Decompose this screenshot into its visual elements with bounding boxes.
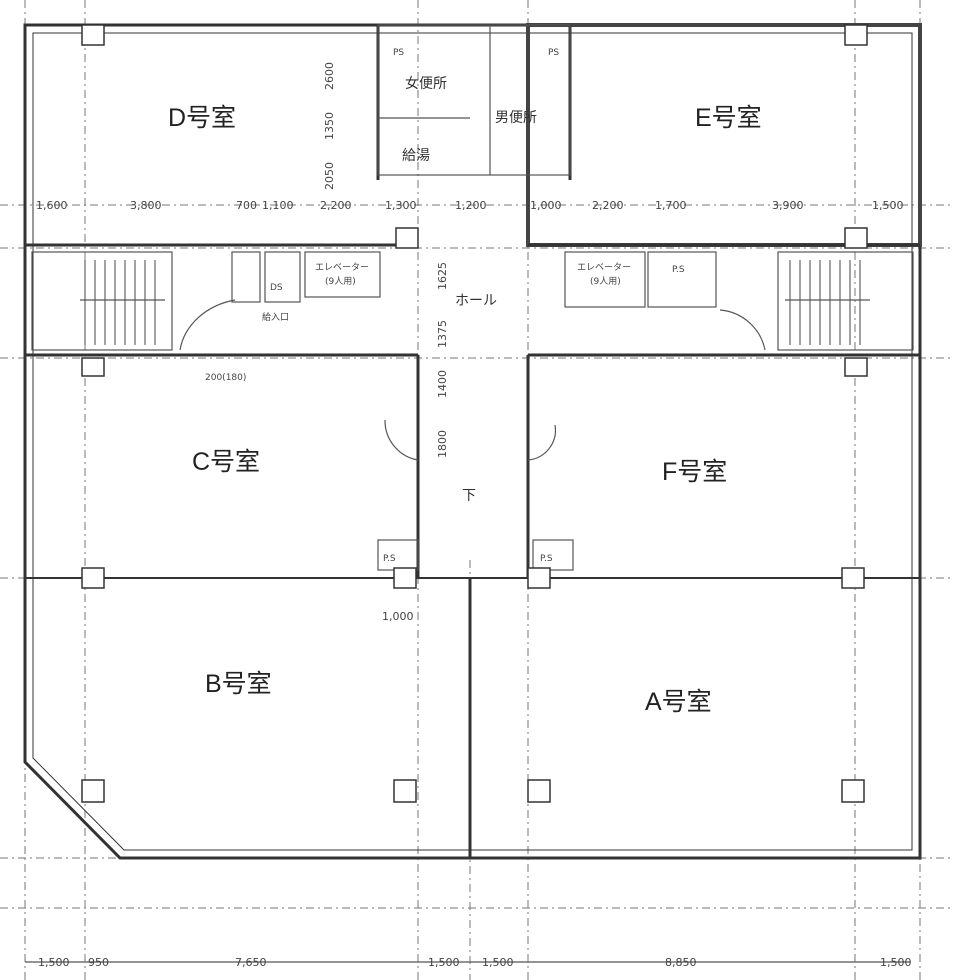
dimension-label: 700 — [236, 199, 257, 212]
dimension-label: 1,500 — [38, 956, 70, 969]
exterior-walls — [23, 23, 922, 860]
col-note: 200(180) — [205, 373, 246, 383]
room-label-e: E号室 — [695, 104, 762, 132]
ds-label: DS — [270, 283, 283, 293]
room-label-f: F号室 — [662, 458, 727, 486]
mens-restroom-label: 男便所 — [495, 110, 537, 126]
vertical-dimensions: 2600 1350 2050 1625 1375 1400 1800 — [323, 62, 449, 458]
columns — [81, 24, 868, 803]
dimension-label: 1350 — [323, 112, 336, 140]
dimension-label: 3,900 — [772, 199, 804, 212]
middle-dimension: 1,000 — [382, 610, 414, 623]
dimension-label: 1,500 — [880, 956, 912, 969]
elevator-right-label: エレベーター — [577, 262, 631, 273]
dimension-label: 1400 — [436, 370, 449, 398]
ps-label-left: PS — [393, 48, 404, 58]
dimension-label: 1,200 — [455, 199, 487, 212]
dimension-label: 2050 — [323, 162, 336, 190]
elevator-left-capacity: (9人用) — [325, 276, 356, 287]
dimension-label: 2,200 — [592, 199, 624, 212]
room-label-d: D号室 — [168, 104, 236, 132]
dimension-label: 1800 — [436, 430, 449, 458]
elevator-right-capacity: (9人用) — [590, 276, 621, 287]
ps-label-right: PS — [548, 48, 559, 58]
room-label-b: B号室 — [205, 670, 272, 698]
ps-label-c: P.S — [383, 554, 396, 564]
room-e-outline — [526, 23, 922, 247]
dimension-label: 3,800 — [130, 199, 162, 212]
room-label-a: A号室 — [645, 688, 712, 716]
dimension-label: 1,600 — [36, 199, 68, 212]
elevator-left-label: エレベーター — [315, 262, 369, 273]
dimension-label: 1,500 — [482, 956, 514, 969]
dimension-label: 1,100 — [262, 199, 294, 212]
room-label-c: C号室 — [192, 448, 260, 476]
dimension-label: 8,850 — [665, 956, 697, 969]
dimension-label: 1,000 — [530, 199, 562, 212]
dimension-label: 1,700 — [655, 199, 687, 212]
stairs-right — [785, 260, 870, 345]
ps-label-core: P.S — [672, 265, 685, 275]
stairs-left — [80, 260, 165, 345]
womens-restroom-label: 女便所 — [405, 75, 447, 92]
dimension-label: 2,200 — [320, 199, 352, 212]
interior-walls — [25, 24, 920, 858]
dimension-label: 1375 — [436, 320, 449, 348]
top-dimensions: 1,600 3,800 700 1,100 2,200 1,300 1,200 … — [36, 199, 904, 212]
dimension-label: 1,500 — [428, 956, 460, 969]
bottom-dimensions: 1,500 950 7,650 1,500 1,500 8,850 1,500 … — [38, 373, 912, 969]
kitchenette-label: 給湯 — [402, 147, 430, 164]
hall-label: ホール — [455, 293, 497, 309]
ps-label-f: P.S — [540, 554, 553, 564]
dimension-label: 1625 — [436, 262, 449, 290]
intake-label: 給入口 — [262, 311, 289, 323]
dimension-label: 2600 — [323, 62, 336, 90]
dimension-label: 7,650 — [235, 956, 267, 969]
dimension-label: 1,300 — [385, 199, 417, 212]
dimension-label: 1,500 — [872, 199, 904, 212]
dimension-label: 950 — [88, 956, 109, 969]
corridor-label: 下 — [462, 488, 476, 504]
